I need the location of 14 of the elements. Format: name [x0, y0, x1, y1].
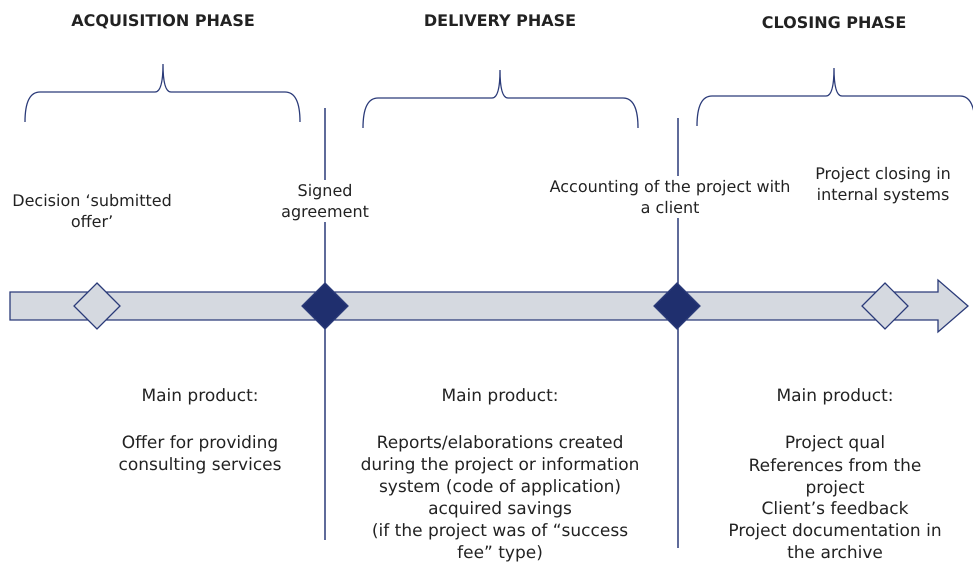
product-description: References from the project	[748, 455, 922, 499]
product-description: acquired savings	[427, 498, 573, 520]
product-description: (if the project was of “success fee” type)	[370, 520, 630, 564]
product-heading: Main product:	[775, 385, 895, 407]
product-description: Project qual	[784, 432, 886, 454]
phase-title: CLOSING PHASE	[762, 12, 906, 34]
phase-title: ACQUISITION PHASE	[71, 10, 255, 32]
product-description: Reports/elaborations created during the project or information system (code of application)	[360, 432, 640, 498]
product-description: Project documentation in the archive	[727, 520, 943, 564]
product-description: Offer for providing consulting services	[118, 432, 282, 476]
phase-title: DELIVERY PHASE	[424, 10, 576, 32]
product-heading: Main product:	[440, 385, 560, 407]
product-heading: Main product:	[140, 385, 260, 407]
product-description: Client’s feedback	[760, 498, 910, 520]
